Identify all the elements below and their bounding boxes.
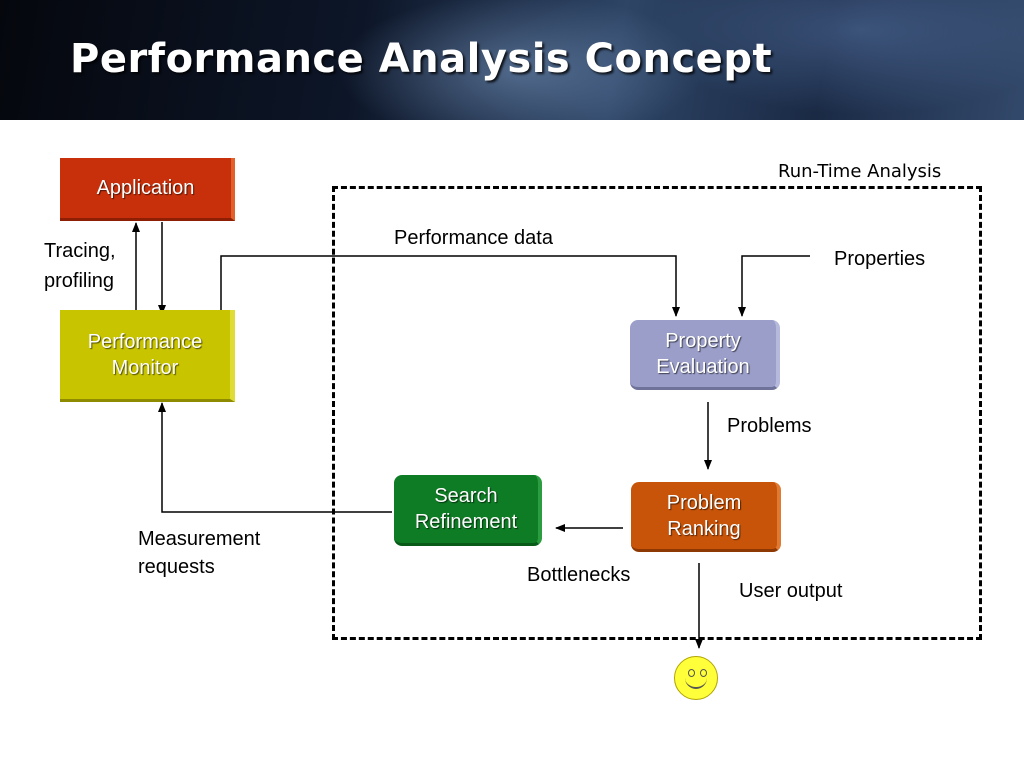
- title-bar: Performance Analysis Concept: [0, 0, 1024, 120]
- arrow-properties: [738, 255, 810, 317]
- performance-monitor-line-1: Performance: [87, 330, 203, 353]
- property-evaluation-line-1: Property: [665, 329, 741, 352]
- performance-monitor-box: Performance Monitor: [60, 310, 235, 402]
- tracing-label-line-1: Tracing,: [44, 240, 116, 262]
- bottlenecks-label: Bottlenecks: [527, 564, 631, 586]
- search-refinement-line-2: Refinement: [414, 511, 518, 533]
- user-output-label: User output: [739, 580, 843, 602]
- smiley-left-eye: [688, 669, 695, 677]
- slide-title: Performance Analysis Concept: [70, 36, 773, 82]
- run-time-analysis-region: [332, 186, 982, 640]
- smiley-mouth: [685, 677, 707, 689]
- application-box: Application: [60, 158, 235, 221]
- smiley-face-icon: [674, 656, 718, 700]
- problems-label: Problems: [727, 415, 812, 437]
- search-refinement-box: Search Refinement: [394, 475, 542, 546]
- application-label: Application: [96, 177, 195, 199]
- problem-ranking-box: Problem Ranking: [631, 482, 781, 552]
- properties-label: Properties: [834, 248, 926, 270]
- arrow-performance-data: [220, 255, 680, 317]
- property-evaluation-line-2: Evaluation: [656, 355, 750, 378]
- problem-ranking-line-2: Ranking: [667, 517, 741, 540]
- performance-monitor-line-2: Monitor: [111, 356, 179, 379]
- problem-ranking-line-1: Problem: [666, 491, 742, 514]
- run-time-analysis-label: Run-Time Analysis: [778, 161, 942, 182]
- tracing-label-line-2: profiling: [44, 270, 115, 292]
- performance-data-label: Performance data: [394, 227, 553, 249]
- measurement-label-line-1: Measurement: [138, 528, 261, 550]
- property-evaluation-box: Property Evaluation: [630, 320, 780, 390]
- search-refinement-line-1: Search: [434, 485, 498, 507]
- measurement-label-line-2: requests: [138, 556, 215, 578]
- arrow-measurement-requests: [158, 402, 392, 513]
- smiley-right-eye: [700, 669, 707, 677]
